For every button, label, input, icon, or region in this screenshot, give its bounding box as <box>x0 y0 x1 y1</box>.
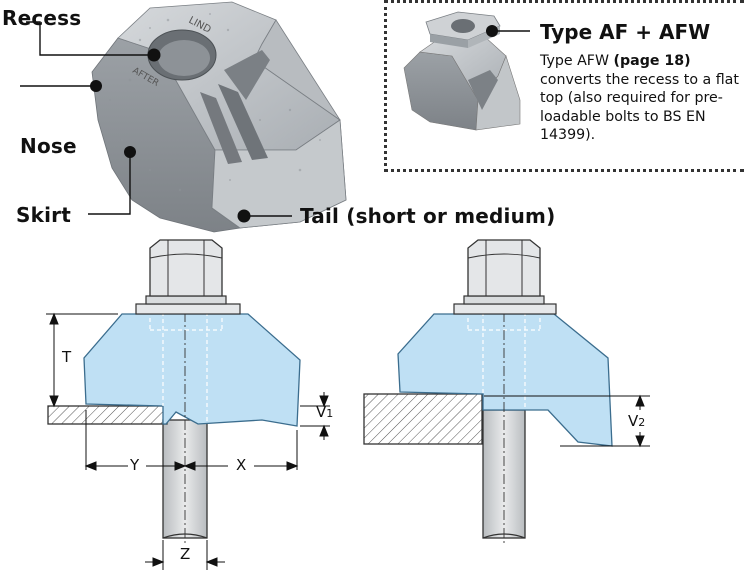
afw-casting-photo <box>403 11 521 131</box>
skirt-dot <box>124 146 136 158</box>
photo-leaders <box>20 21 292 217</box>
casting-texture <box>109 13 321 192</box>
leader-dots <box>90 48 251 223</box>
right-clamp-drawing <box>363 239 613 545</box>
left-nut <box>149 239 223 297</box>
dim-V1-label: V1 <box>316 403 333 421</box>
right-clamp-body <box>397 313 613 447</box>
right-dimensions <box>484 394 650 448</box>
dim-Y-label: Y <box>130 456 140 474</box>
dim-V1-sub: 1 <box>326 407 334 420</box>
recess-dot <box>147 48 161 62</box>
tail-dot <box>237 209 251 223</box>
dim-T-label: T <box>62 348 72 366</box>
afw-desc-suffix: converts the recess to a flat top (also … <box>540 71 739 144</box>
nose-label: Nose <box>20 134 77 158</box>
skirt-leader <box>88 152 131 215</box>
dim-V2-letter: V <box>628 412 639 430</box>
recess-label: Recess <box>2 6 82 30</box>
left-dimensions <box>46 312 330 570</box>
afw-dot <box>486 25 498 37</box>
dim-V2-sub: 2 <box>638 416 646 429</box>
afw-inset-box <box>384 0 744 172</box>
afw-title: Type AF + AFW <box>540 20 711 44</box>
right-nut <box>467 239 541 297</box>
dim-Z-label: Z <box>180 545 191 563</box>
nose-dot <box>90 80 102 92</box>
left-clamp-drawing <box>47 239 301 545</box>
skirt-label: Skirt <box>16 203 71 227</box>
left-clamp-body <box>83 313 301 427</box>
afw-page-ref: (page 18) <box>613 53 691 69</box>
afw-desc-prefix: Type AFW <box>540 53 614 69</box>
dim-V1-letter: V <box>316 403 327 421</box>
recess-leader <box>26 21 150 56</box>
right-flange-plate <box>363 393 483 445</box>
left-flange-plate <box>47 405 168 425</box>
afw-description: Type AFW (page 18) converts the recess t… <box>540 52 740 145</box>
clamp-casting-photo: LIND AFTER <box>91 1 347 233</box>
dim-V2-label: V2 <box>628 412 645 430</box>
tail-label: Tail (short or medium) <box>300 204 556 228</box>
dim-X-label: X <box>236 456 247 474</box>
